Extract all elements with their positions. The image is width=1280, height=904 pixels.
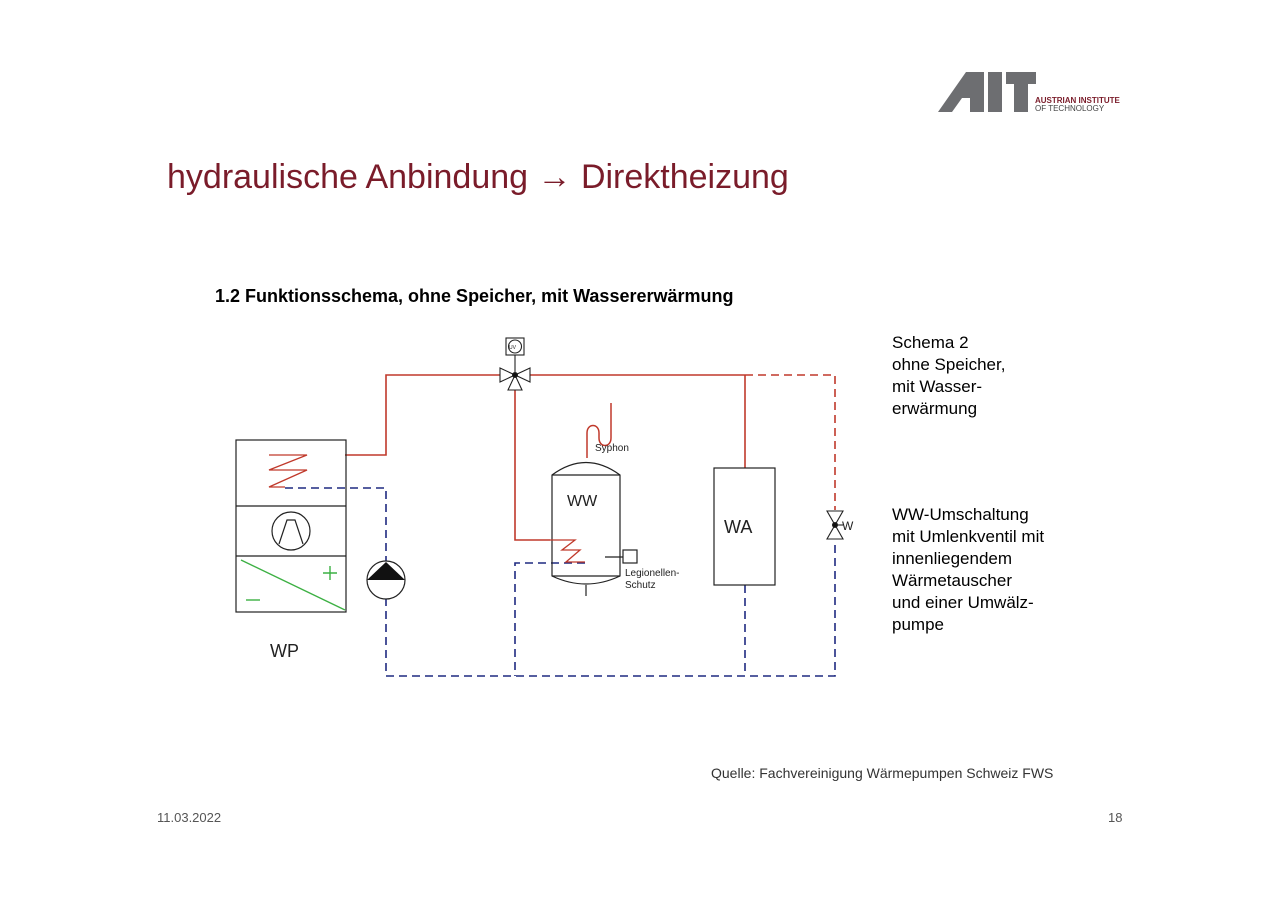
ww-heat-exchanger: [550, 539, 585, 563]
condenser-coil: [268, 454, 308, 488]
label-legionellen-1: Legionellen-: [625, 568, 680, 579]
syphon-pipe: [586, 403, 612, 458]
label-uv: UV: [509, 345, 517, 351]
heat-pump: [235, 439, 347, 613]
supply-line-dashed: [745, 374, 836, 510]
label-wp: WP: [270, 641, 299, 661]
description-line: Wärmetauscher: [892, 571, 1012, 590]
wa-emitter: [713, 467, 776, 586]
hydraulic-schema: WP UV Syphon WW: [225, 330, 875, 690]
label-syphon: Syphon: [595, 443, 629, 454]
supply-line-wp: [345, 374, 500, 456]
bypass-valve: [826, 510, 844, 540]
switching-description: WW-Umschaltung mit Umlenkventil mit inne…: [892, 504, 1044, 636]
return-line-wp: [285, 487, 387, 562]
description-line: mit Wasser-: [892, 377, 983, 396]
source-citation: Quelle: Fachvereinigung Wärmepumpen Schw…: [711, 765, 1054, 781]
footer-date: 11.03.2022: [157, 810, 222, 825]
description-line: innenliegendem: [892, 549, 1013, 568]
description-line: und einer Umwälz-: [892, 593, 1034, 612]
label-legionellen-2: Schutz: [625, 580, 656, 591]
description-line: mit Umlenkventil mit: [892, 527, 1045, 546]
label-ww: WW: [567, 493, 598, 510]
circulation-pump: [366, 560, 406, 600]
description-line: ohne Speicher,: [892, 355, 1006, 374]
return-line-bottom: [385, 540, 836, 677]
schema-description: Schema 2 ohne Speicher, mit Wasser- erwä…: [892, 332, 1005, 420]
label-wa: WA: [724, 517, 752, 537]
diverter-valve: [499, 337, 531, 391]
ait-logo: AUSTRIAN INSTITUTE OF TECHNOLOGY: [938, 72, 1138, 116]
description-line: pumpe: [892, 615, 944, 634]
compressor-icon: [271, 511, 311, 551]
supply-line-ww: [514, 388, 550, 541]
page-title: hydraulische Anbindung → Direktheizung: [167, 158, 789, 196]
description-line: Schema 2: [892, 333, 969, 352]
return-line-ww: [514, 562, 585, 676]
label-valve-w: W: [842, 519, 854, 533]
description-line: WW-Umschaltung: [892, 505, 1029, 524]
page-number: 18: [1108, 810, 1123, 825]
description-line: erwärmung: [892, 399, 978, 418]
schema-subtitle: 1.2 Funktionsschema, ohne Speicher, mit …: [215, 286, 734, 306]
logo-text-2: OF TECHNOLOGY: [1035, 104, 1105, 113]
logo-text-1: AUSTRIAN INSTITUTE: [1035, 96, 1121, 105]
ww-tank: [550, 462, 638, 596]
